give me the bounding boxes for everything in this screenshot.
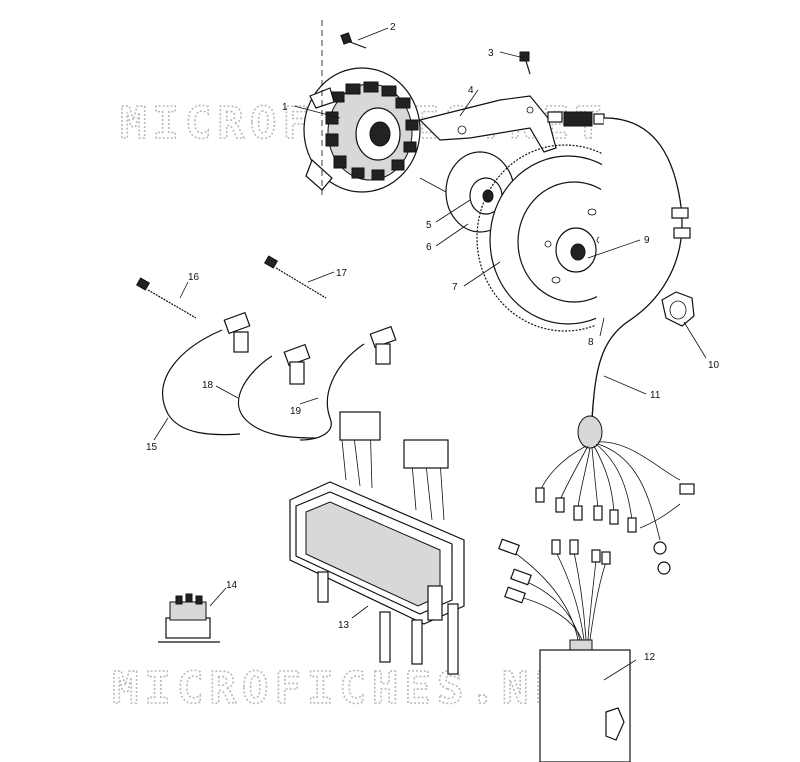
- relay: [158, 593, 220, 643]
- callout-16: 16: [188, 272, 200, 283]
- spark-plug-lead-18: [238, 343, 317, 439]
- callout-6: 6: [426, 242, 432, 253]
- cdi-box: [289, 411, 465, 675]
- bracket: [418, 95, 605, 153]
- callout-1: 1: [282, 102, 288, 113]
- callout-2: 2: [390, 22, 396, 33]
- callout-13: 13: [338, 620, 350, 631]
- callouts: 1 2 3 4 5 6 7 8 9 10 11 12 13 14 15 16 1…: [146, 22, 720, 663]
- screw-16: [135, 277, 197, 319]
- callout-17: 17: [336, 268, 348, 279]
- callout-18: 18: [202, 380, 214, 391]
- callout-7: 7: [452, 282, 458, 293]
- callout-10: 10: [708, 360, 720, 371]
- callout-3: 3: [488, 48, 494, 59]
- callout-12: 12: [644, 652, 656, 663]
- callout-4: 4: [468, 85, 474, 96]
- wire-harness: [535, 117, 695, 575]
- nut: [661, 291, 695, 327]
- screw-17: [263, 255, 327, 299]
- leader-lines: [153, 27, 707, 681]
- callout-8: 8: [588, 337, 594, 348]
- callout-11: 11: [650, 390, 661, 401]
- callout-5: 5: [426, 220, 432, 231]
- callout-15: 15: [146, 442, 158, 453]
- spark-plug-lead-19: [299, 325, 397, 441]
- callout-14: 14: [226, 580, 238, 591]
- spark-plug-lead-15: [162, 311, 251, 436]
- stator: [303, 20, 421, 195]
- screw-2: [340, 32, 367, 49]
- connector-bundle: [498, 538, 631, 762]
- watermark-bottom: MICROFICHES.NET: [112, 663, 599, 714]
- callout-19: 19: [290, 406, 302, 417]
- screw-3: [519, 51, 531, 75]
- callout-9: 9: [644, 235, 650, 246]
